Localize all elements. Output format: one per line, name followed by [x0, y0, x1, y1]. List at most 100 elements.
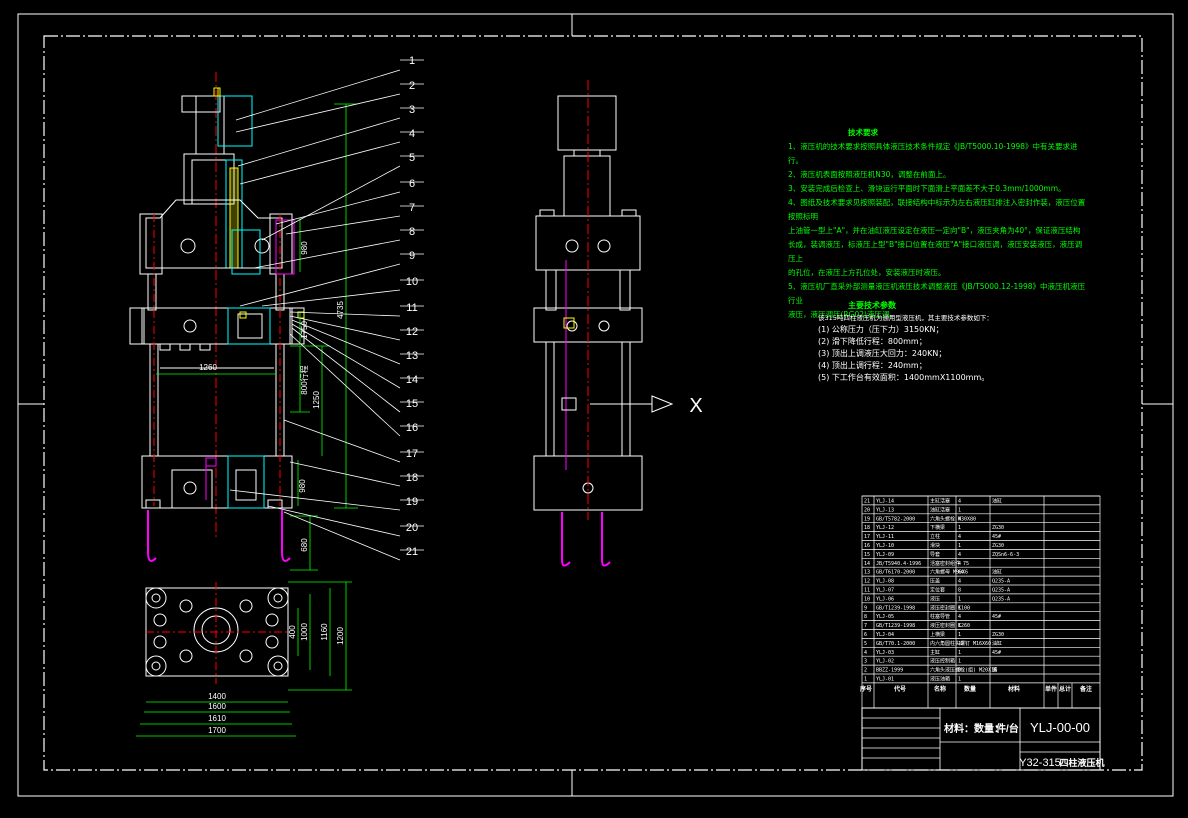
- bom-cell: YLJ-10: [876, 543, 894, 549]
- bom-cell: YLJ-14: [876, 499, 894, 505]
- front-dimension-text: 1260 4735 980 1750 800行程 1250 980 680: [199, 241, 345, 552]
- bom-cell: 3: [864, 659, 867, 665]
- bom-cell: 1: [958, 677, 961, 683]
- callout-18: 18: [406, 472, 418, 484]
- dim-1600: 1600: [208, 702, 226, 711]
- bom-cell: 8: [958, 588, 961, 594]
- bom-cell: 液压密封圈 K260: [930, 622, 970, 629]
- bom-cell: 六角头液压螺栓(组) M20X16: [930, 667, 997, 674]
- bom-cell: YLJ-02: [876, 659, 894, 665]
- callout-2: 2: [409, 80, 415, 92]
- bom-cell: 主缸: [930, 649, 940, 656]
- callout-17: 17: [406, 448, 418, 460]
- main-parameters-intro: 该315吨四柱液压机为通用型液压机，其主要技术参数如下：: [818, 314, 993, 322]
- bom-cell: 4: [958, 552, 961, 558]
- bom-header-cell: 单件: [1045, 685, 1057, 693]
- bom-cell: 7: [864, 623, 867, 629]
- callout-leaders: [229, 59, 424, 561]
- bom-cell: 6: [864, 632, 867, 638]
- bom-cell: 9: [864, 605, 867, 611]
- tech-item-4: 4、图纸及技术要求见按照装配，联接结构中标示为左右液压缸排注入密封作装，液压位置…: [788, 198, 1086, 221]
- bom-cell: 液压: [930, 595, 940, 602]
- bom-cell: 12: [864, 579, 870, 585]
- dim-1200: 1200: [336, 627, 345, 645]
- unit-label: 件/台: [996, 722, 1019, 735]
- tech-item-5: 上油管一型上"A"，并在油缸液压设定在液压一定向"B"，液压夹角为40°，保证液…: [788, 226, 1081, 235]
- bom-cell: YLJ-12: [876, 525, 894, 531]
- main-parameters-title: 主要技术参数: [848, 301, 896, 310]
- bom-cell: 18: [864, 525, 870, 531]
- bom-cell: 45#: [992, 650, 1001, 656]
- bom-cell: 导套: [930, 551, 940, 558]
- param-item-2: (2) 滑下降低行程：800mm；: [818, 337, 927, 346]
- dim-800-stroke: 800行程: [299, 365, 309, 394]
- bom-cell: 定位套: [930, 587, 945, 594]
- bom-cell: 4: [958, 534, 961, 540]
- dim-1700: 1700: [208, 726, 226, 735]
- bom-cell: 10: [864, 596, 870, 602]
- bom-cell: 64: [958, 570, 964, 576]
- bom-header-cell: 备注: [1079, 685, 1092, 693]
- dim-1400: 1400: [208, 692, 226, 701]
- callout-4: 4: [409, 128, 415, 140]
- bom-cell: 1: [958, 659, 961, 665]
- callout-7: 7: [409, 202, 415, 214]
- dim-980: 980: [300, 241, 309, 255]
- bom-cell: 8: [864, 614, 867, 620]
- bom-cell: 钢: [992, 667, 997, 674]
- callout-13: 13: [406, 350, 418, 362]
- callout-20: 20: [406, 522, 418, 534]
- bom-cell: ZQSn6-6-3: [992, 552, 1019, 558]
- bom-header-cell: 材料: [1007, 685, 1020, 693]
- bom-cell: YLJ-09: [876, 552, 894, 558]
- technical-requirements-title: 技术要求: [848, 128, 878, 137]
- param-item-1: (1) 公称压力（压下力）3150KN；: [818, 325, 944, 334]
- bom-cell: YLJ-11: [876, 534, 894, 540]
- bom-cell: 19: [864, 516, 870, 522]
- bom-cell: 1: [958, 632, 961, 638]
- bom-cell: 4: [958, 561, 961, 567]
- bom-cell: 20: [864, 507, 870, 513]
- bom-cell: GB/T1239-1998: [876, 623, 915, 629]
- callout-5: 5: [409, 152, 415, 164]
- callout-19: 19: [406, 496, 418, 508]
- dim-400: 400: [288, 625, 297, 639]
- dim-1000: 1000: [300, 623, 309, 641]
- callout-12: 12: [406, 326, 418, 338]
- bom-cell: 4: [958, 499, 961, 505]
- bom-cell: 油缸活塞: [930, 506, 950, 513]
- bom-cell: 16: [864, 543, 870, 549]
- bom-cell: 1: [958, 623, 961, 629]
- bom-cell: 油缸: [992, 498, 1002, 505]
- bom-cell: 5: [864, 641, 867, 647]
- bom-cell: 液压控制箱: [930, 658, 955, 665]
- bom-table: [861, 495, 1101, 771]
- bom-cell: 六角螺母 M90X6: [930, 569, 968, 576]
- param-item-4: (4) 顶出上调行程：240mm；: [818, 361, 927, 370]
- model-number: Y32-315: [1019, 757, 1061, 769]
- bom-cell: 滑块: [930, 542, 940, 549]
- bom-cell: 活塞密封组件 75: [930, 560, 969, 567]
- bom-cell: YLJ-03: [876, 650, 894, 656]
- bom-cell: 1: [958, 596, 961, 602]
- callout-3: 3: [409, 104, 415, 116]
- bom-cell: 主缸活塞: [930, 498, 950, 505]
- callout-8: 8: [409, 226, 415, 238]
- bom-header-cell: 代号: [893, 685, 906, 693]
- bom-cell: 11: [864, 588, 870, 594]
- bom-cell: 4: [864, 650, 867, 656]
- callout-6: 6: [409, 178, 415, 190]
- callout-11: 11: [406, 302, 417, 314]
- bom-cell: YLJ-05: [876, 614, 894, 620]
- bom-cell: 液压油箱: [930, 676, 950, 683]
- bom-cell: ZG30: [992, 632, 1004, 638]
- tech-item-7: 的孔位，在液压上方孔位处，安装液压时液压。: [788, 268, 946, 277]
- bom-cell: YLJ-01: [876, 677, 894, 683]
- bom-cell: 2: [864, 668, 867, 674]
- title-block: [862, 708, 1100, 770]
- technical-requirements: 技术要求 1、液压机的技术要求按照具体液压技术条件规定《JB/T5000.10-…: [788, 126, 1088, 322]
- bom-cell: 1: [958, 605, 961, 611]
- side-view: [533, 80, 674, 567]
- callout-16: 16: [406, 422, 418, 434]
